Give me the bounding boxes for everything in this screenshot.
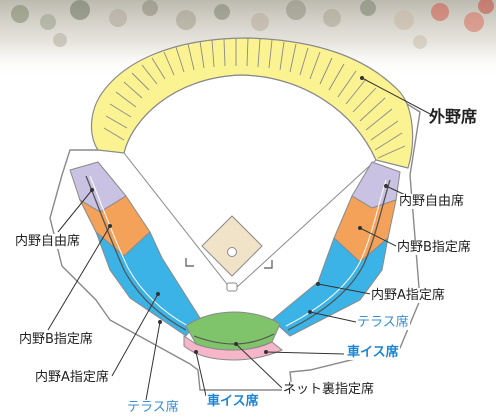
home-plate	[226, 282, 238, 292]
right-walkway	[287, 179, 391, 331]
label-terrace-left: テラス席	[126, 400, 180, 415]
pitcher-mound	[227, 247, 237, 257]
label-infield-free-left: 内野自由席	[14, 234, 82, 249]
wheelchair-seats	[183, 335, 283, 361]
label-infield-free-right: 内野自由席	[398, 194, 466, 209]
label-wheelchair-right: 車イス席	[346, 345, 400, 360]
outfield-row-lines	[103, 37, 406, 159]
right-infield-stand	[271, 161, 401, 337]
left-walkway	[85, 175, 187, 331]
right-foul-line	[235, 159, 377, 289]
label-infield-b-right: 内野B指定席	[396, 240, 472, 255]
label-infield-b-left: 内野B指定席	[18, 332, 94, 347]
leader-lines	[47, 77, 435, 401]
label-infield-a-right: 内野A指定席	[370, 288, 446, 303]
outfield-fence	[123, 74, 377, 161]
left-foul-line	[123, 152, 231, 289]
label-terrace-right: テラス席	[356, 315, 410, 330]
right-infield-a-seats	[271, 236, 389, 337]
leader-dots	[90, 76, 388, 354]
label-infield-a-left: 内野A指定席	[34, 370, 110, 385]
label-outfield: 外野席	[429, 107, 478, 126]
label-backnet: ネット裏指定席	[282, 382, 376, 397]
infield-diamond	[201, 215, 263, 277]
label-wheelchair-left: 車イス席	[206, 394, 260, 409]
